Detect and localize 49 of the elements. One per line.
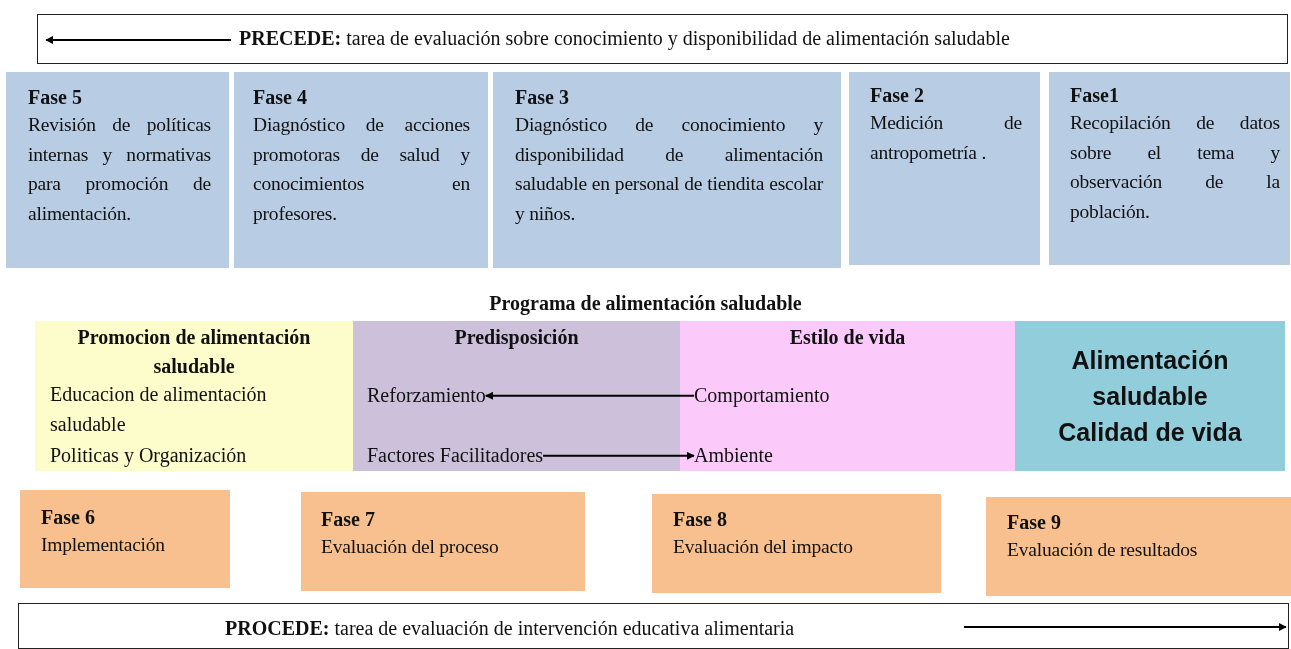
phase-heading: Fase 6 [41,505,96,530]
column-panel [680,321,1015,471]
column-heading: Predisposición [453,325,580,351]
phase-box [986,497,1291,596]
phase-heading: Fase 2 [870,83,925,108]
banner-text: PRECEDE: tarea de evaluación sobre conocimiento y disponibilidad de alimentación saludable [239,27,1010,50]
phase-box [20,490,230,588]
phase-heading: Fase1 [1070,83,1120,108]
banner-box [37,14,1288,64]
phase-heading: Fase 8 [673,507,728,532]
panel-title: Programa de alimentación saludable [488,292,803,315]
phase-box [301,492,585,591]
arrow [484,391,695,400]
factor-label: Politicas y Organización [50,443,248,469]
phase-box [493,72,841,268]
factor-label: Comportamiento [694,383,830,409]
phase-description: Recopilación de datos sobre el tema y observación de la población. [1070,111,1280,224]
phase-heading: Fase 7 [321,507,376,532]
phase-heading: Fase 3 [515,85,570,110]
phase-description: Implementación [41,533,166,557]
arrow [542,451,695,460]
phase-description: Diagnóstico de acciones promotoras de salud y conocimientos en profesores. [253,113,470,226]
phase-description: Evaluación del proceso [321,535,500,559]
phase-description: Revisión de políticas internas y normativas para promoción de alimentación. [28,113,211,226]
phase-box [6,72,229,268]
phase-box [849,72,1040,265]
phase-description: Medición de antropometría . [870,111,1022,165]
outcome-text: Alimentación saludable [1070,345,1230,412]
phase-box [234,72,488,268]
factor-label: Ambiente [694,443,773,468]
phase-box [652,494,941,593]
phase-description: Evaluación de resultados [1007,538,1199,562]
column-heading: Estilo de vida [788,325,907,350]
banner-box [18,603,1289,649]
column-heading: Promocion de alimentación saludable [76,325,312,379]
factor-label: Educacion de alimentación saludable [50,382,268,437]
phase-heading: Fase 4 [253,85,308,110]
phase-heading: Fase 5 [28,85,83,110]
column-panel [35,321,353,471]
phase-box [1049,72,1290,265]
factor-label: Reforzamiento [367,383,486,408]
column-panel [353,321,680,471]
outcome-box [1015,321,1285,471]
phase-description: Diagnóstico de conocimiento y disponibilidad de alimentación saludable en personal de tiendita escolar y niños. [515,113,823,226]
outcome-text: Calidad de vida [1058,417,1242,448]
factor-label: Factores Facilitadores [367,443,544,468]
banner-text: PROCEDE: tarea de evaluación de intervención educativa alimentaria [225,617,795,640]
phase-description: Evaluación del impacto [673,535,854,559]
phase-heading: Fase 9 [1007,510,1062,535]
